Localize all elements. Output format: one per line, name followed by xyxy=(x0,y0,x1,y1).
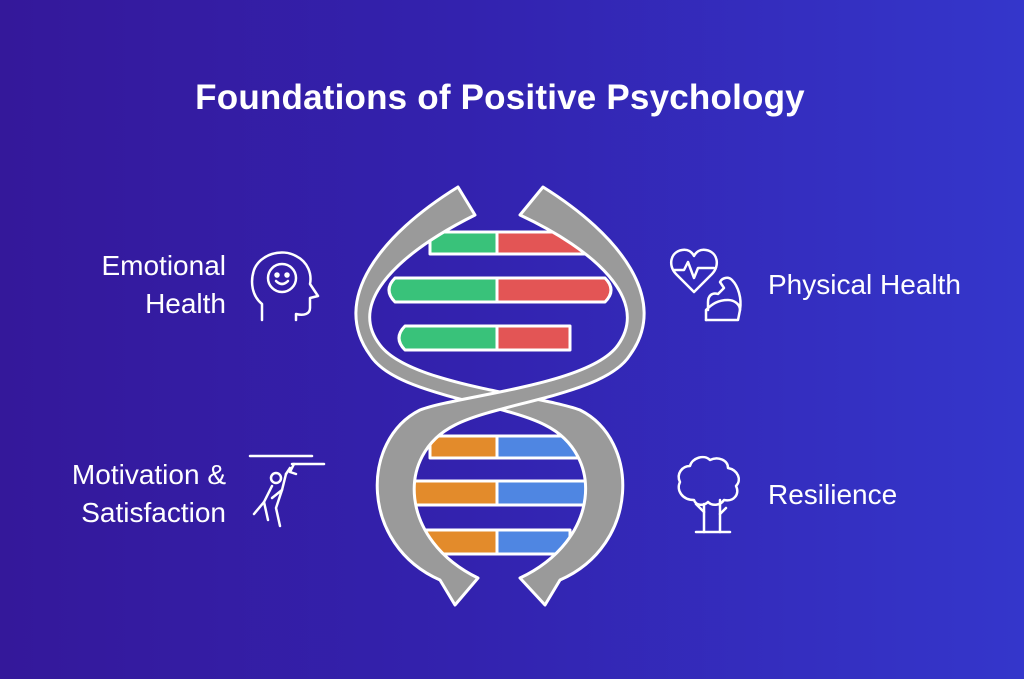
label-emotional-line1: Emotional xyxy=(101,250,226,281)
rung-3 xyxy=(397,324,572,352)
smiling-head-icon xyxy=(250,251,320,322)
tree-icon xyxy=(677,455,740,534)
label-physical-health: Physical Health xyxy=(768,266,1008,304)
heart-and-muscle-icon xyxy=(669,248,742,322)
label-physical-line1: Physical Health xyxy=(768,269,961,300)
rung-5 xyxy=(384,479,615,507)
front-strand xyxy=(375,185,646,607)
page-title: Foundations of Positive Psychology xyxy=(195,78,805,117)
label-resilience-line1: Resilience xyxy=(768,479,898,510)
label-motivation-line1: Motivation & xyxy=(71,459,226,490)
upper-rungs xyxy=(387,230,613,352)
label-motivation-satisfaction: Motivation & Satisfaction xyxy=(10,456,226,532)
rung-2 xyxy=(387,276,613,304)
label-motivation-line2: Satisfaction xyxy=(81,497,226,528)
label-emotional-health: Emotional Health xyxy=(20,247,226,323)
climbing-person-icon xyxy=(248,454,326,528)
label-emotional-line2: Health xyxy=(145,288,226,319)
label-resilience: Resilience xyxy=(768,476,1008,514)
